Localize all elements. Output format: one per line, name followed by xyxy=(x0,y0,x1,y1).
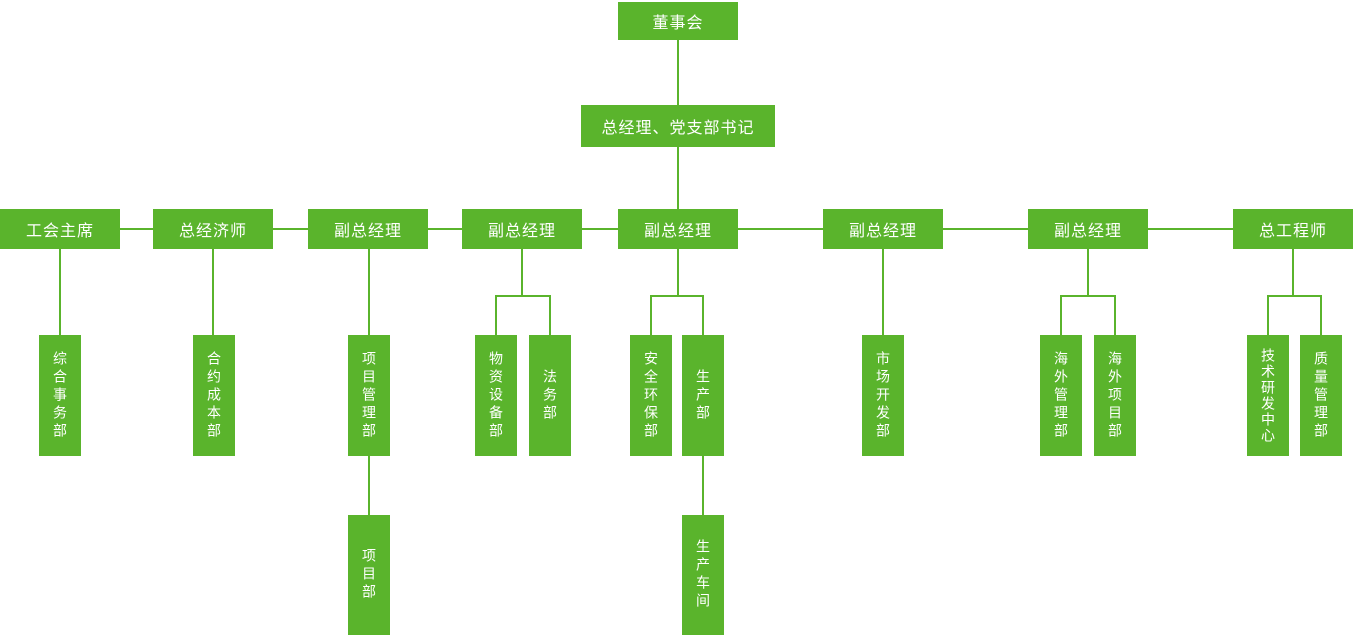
connector-dgm5-drop-overseas-project xyxy=(1114,295,1116,335)
connector-row-6-7 xyxy=(943,228,1028,230)
connector-chief-engineer-stem xyxy=(1292,249,1294,295)
connector-row-4-5 xyxy=(582,228,618,230)
node-project-dept[interactable]: 项目部 xyxy=(348,515,390,635)
node-general-affairs-dept[interactable]: 综合事务部 xyxy=(39,335,81,456)
connector-chief-engineer-drop-tech xyxy=(1267,295,1269,335)
node-chief-economist[interactable]: 总经济师 xyxy=(153,209,273,249)
node-tech-rd-center[interactable]: 技术研发中心 xyxy=(1247,335,1289,456)
connector-chief-engineer-bar xyxy=(1267,295,1322,297)
connector-row-1-2 xyxy=(120,228,153,230)
connector-dgm5-stem xyxy=(1087,249,1089,295)
connector-dgm3-bar xyxy=(650,295,704,297)
connector-project-mgmt-to-project-dept xyxy=(368,456,370,515)
connector-chief-engineer-drop-quality xyxy=(1320,295,1322,335)
node-deputy-gm-4[interactable]: 副总经理 xyxy=(823,209,943,249)
node-materials-equipment-dept[interactable]: 物资设备部 xyxy=(475,335,517,456)
node-overseas-project-dept[interactable]: 海外项目部 xyxy=(1094,335,1136,456)
node-safety-environment-dept[interactable]: 安全环保部 xyxy=(630,335,672,456)
node-deputy-gm-1[interactable]: 副总经理 xyxy=(308,209,428,249)
connector-board-to-gm xyxy=(677,40,679,105)
node-market-development-dept[interactable]: 市场开发部 xyxy=(862,335,904,456)
connector-row-5-6 xyxy=(738,228,823,230)
node-general-manager-party-secretary[interactable]: 总经理、党支部书记 xyxy=(581,105,775,147)
node-quality-management-dept[interactable]: 质量管理部 xyxy=(1300,335,1342,456)
node-chief-engineer[interactable]: 总工程师 xyxy=(1233,209,1353,249)
node-deputy-gm-5[interactable]: 副总经理 xyxy=(1028,209,1148,249)
node-union-chairman[interactable]: 工会主席 xyxy=(0,209,120,249)
connector-dgm3-drop-safety xyxy=(650,295,652,335)
connector-row-7-8 xyxy=(1148,228,1233,230)
connector-gm-to-row xyxy=(677,147,679,209)
connector-dgm2-stem xyxy=(521,249,523,295)
connector-dgm1-to-project-mgmt xyxy=(368,249,370,335)
connector-row-3-4 xyxy=(428,228,462,230)
node-deputy-gm-3[interactable]: 副总经理 xyxy=(618,209,738,249)
connector-union-to-general-affairs xyxy=(59,249,61,335)
node-overseas-management-dept[interactable]: 海外管理部 xyxy=(1040,335,1082,456)
connector-economist-to-contract-cost xyxy=(212,249,214,335)
node-deputy-gm-2[interactable]: 副总经理 xyxy=(462,209,582,249)
connector-dgm5-bar xyxy=(1060,295,1116,297)
node-production-dept[interactable]: 生产部 xyxy=(682,335,724,456)
node-contract-cost-dept[interactable]: 合约成本部 xyxy=(193,335,235,456)
connector-dgm4-to-market-dev xyxy=(882,249,884,335)
connector-production-to-workshop xyxy=(702,456,704,515)
node-board-of-directors[interactable]: 董事会 xyxy=(618,2,738,40)
connector-dgm2-bar xyxy=(495,295,551,297)
connector-dgm2-drop-legal xyxy=(549,295,551,335)
connector-dgm3-stem xyxy=(677,249,679,295)
node-legal-affairs-dept[interactable]: 法务部 xyxy=(529,335,571,456)
node-production-workshop[interactable]: 生产车间 xyxy=(682,515,724,635)
connector-dgm2-drop-materials xyxy=(495,295,497,335)
connector-dgm3-drop-production xyxy=(702,295,704,335)
node-project-management-dept[interactable]: 项目管理部 xyxy=(348,335,390,456)
connector-dgm5-drop-overseas-mgmt xyxy=(1060,295,1062,335)
connector-row-2-3 xyxy=(273,228,308,230)
